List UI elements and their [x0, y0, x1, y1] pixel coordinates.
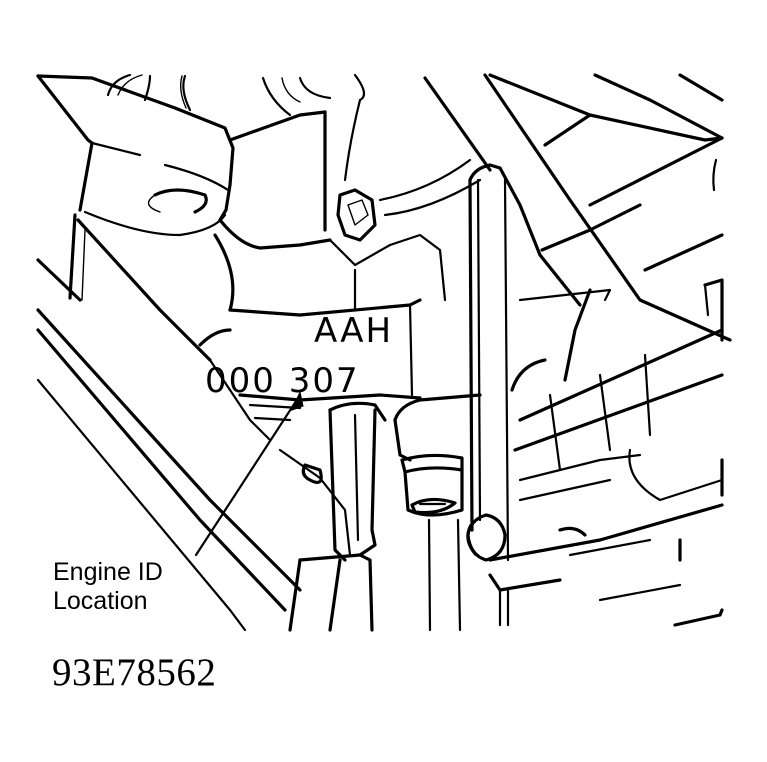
hoses — [106, 73, 482, 232]
crankcase-grid — [488, 328, 724, 627]
stamped-engine-code: AAH 000 307 — [205, 311, 393, 401]
callout-leader — [194, 390, 304, 557]
mount-bracket — [36, 74, 235, 362]
stamp-line-2: 000 307 — [205, 361, 360, 401]
stamp-line-1: AAH — [314, 311, 393, 351]
dipstick-tube — [278, 401, 387, 632]
support-rod — [466, 163, 582, 562]
engine-block — [198, 218, 447, 422]
frame-members — [423, 73, 732, 392]
callout-label: Engine ID Location — [53, 558, 163, 616]
figure-number: 93E78562 — [52, 651, 217, 694]
bolt-upper — [328, 188, 392, 267]
callout-line-2: Location — [53, 587, 148, 615]
callout-line-1: Engine ID — [53, 558, 163, 586]
filler-cap — [393, 393, 482, 632]
lower-left-frame — [36, 308, 302, 632]
